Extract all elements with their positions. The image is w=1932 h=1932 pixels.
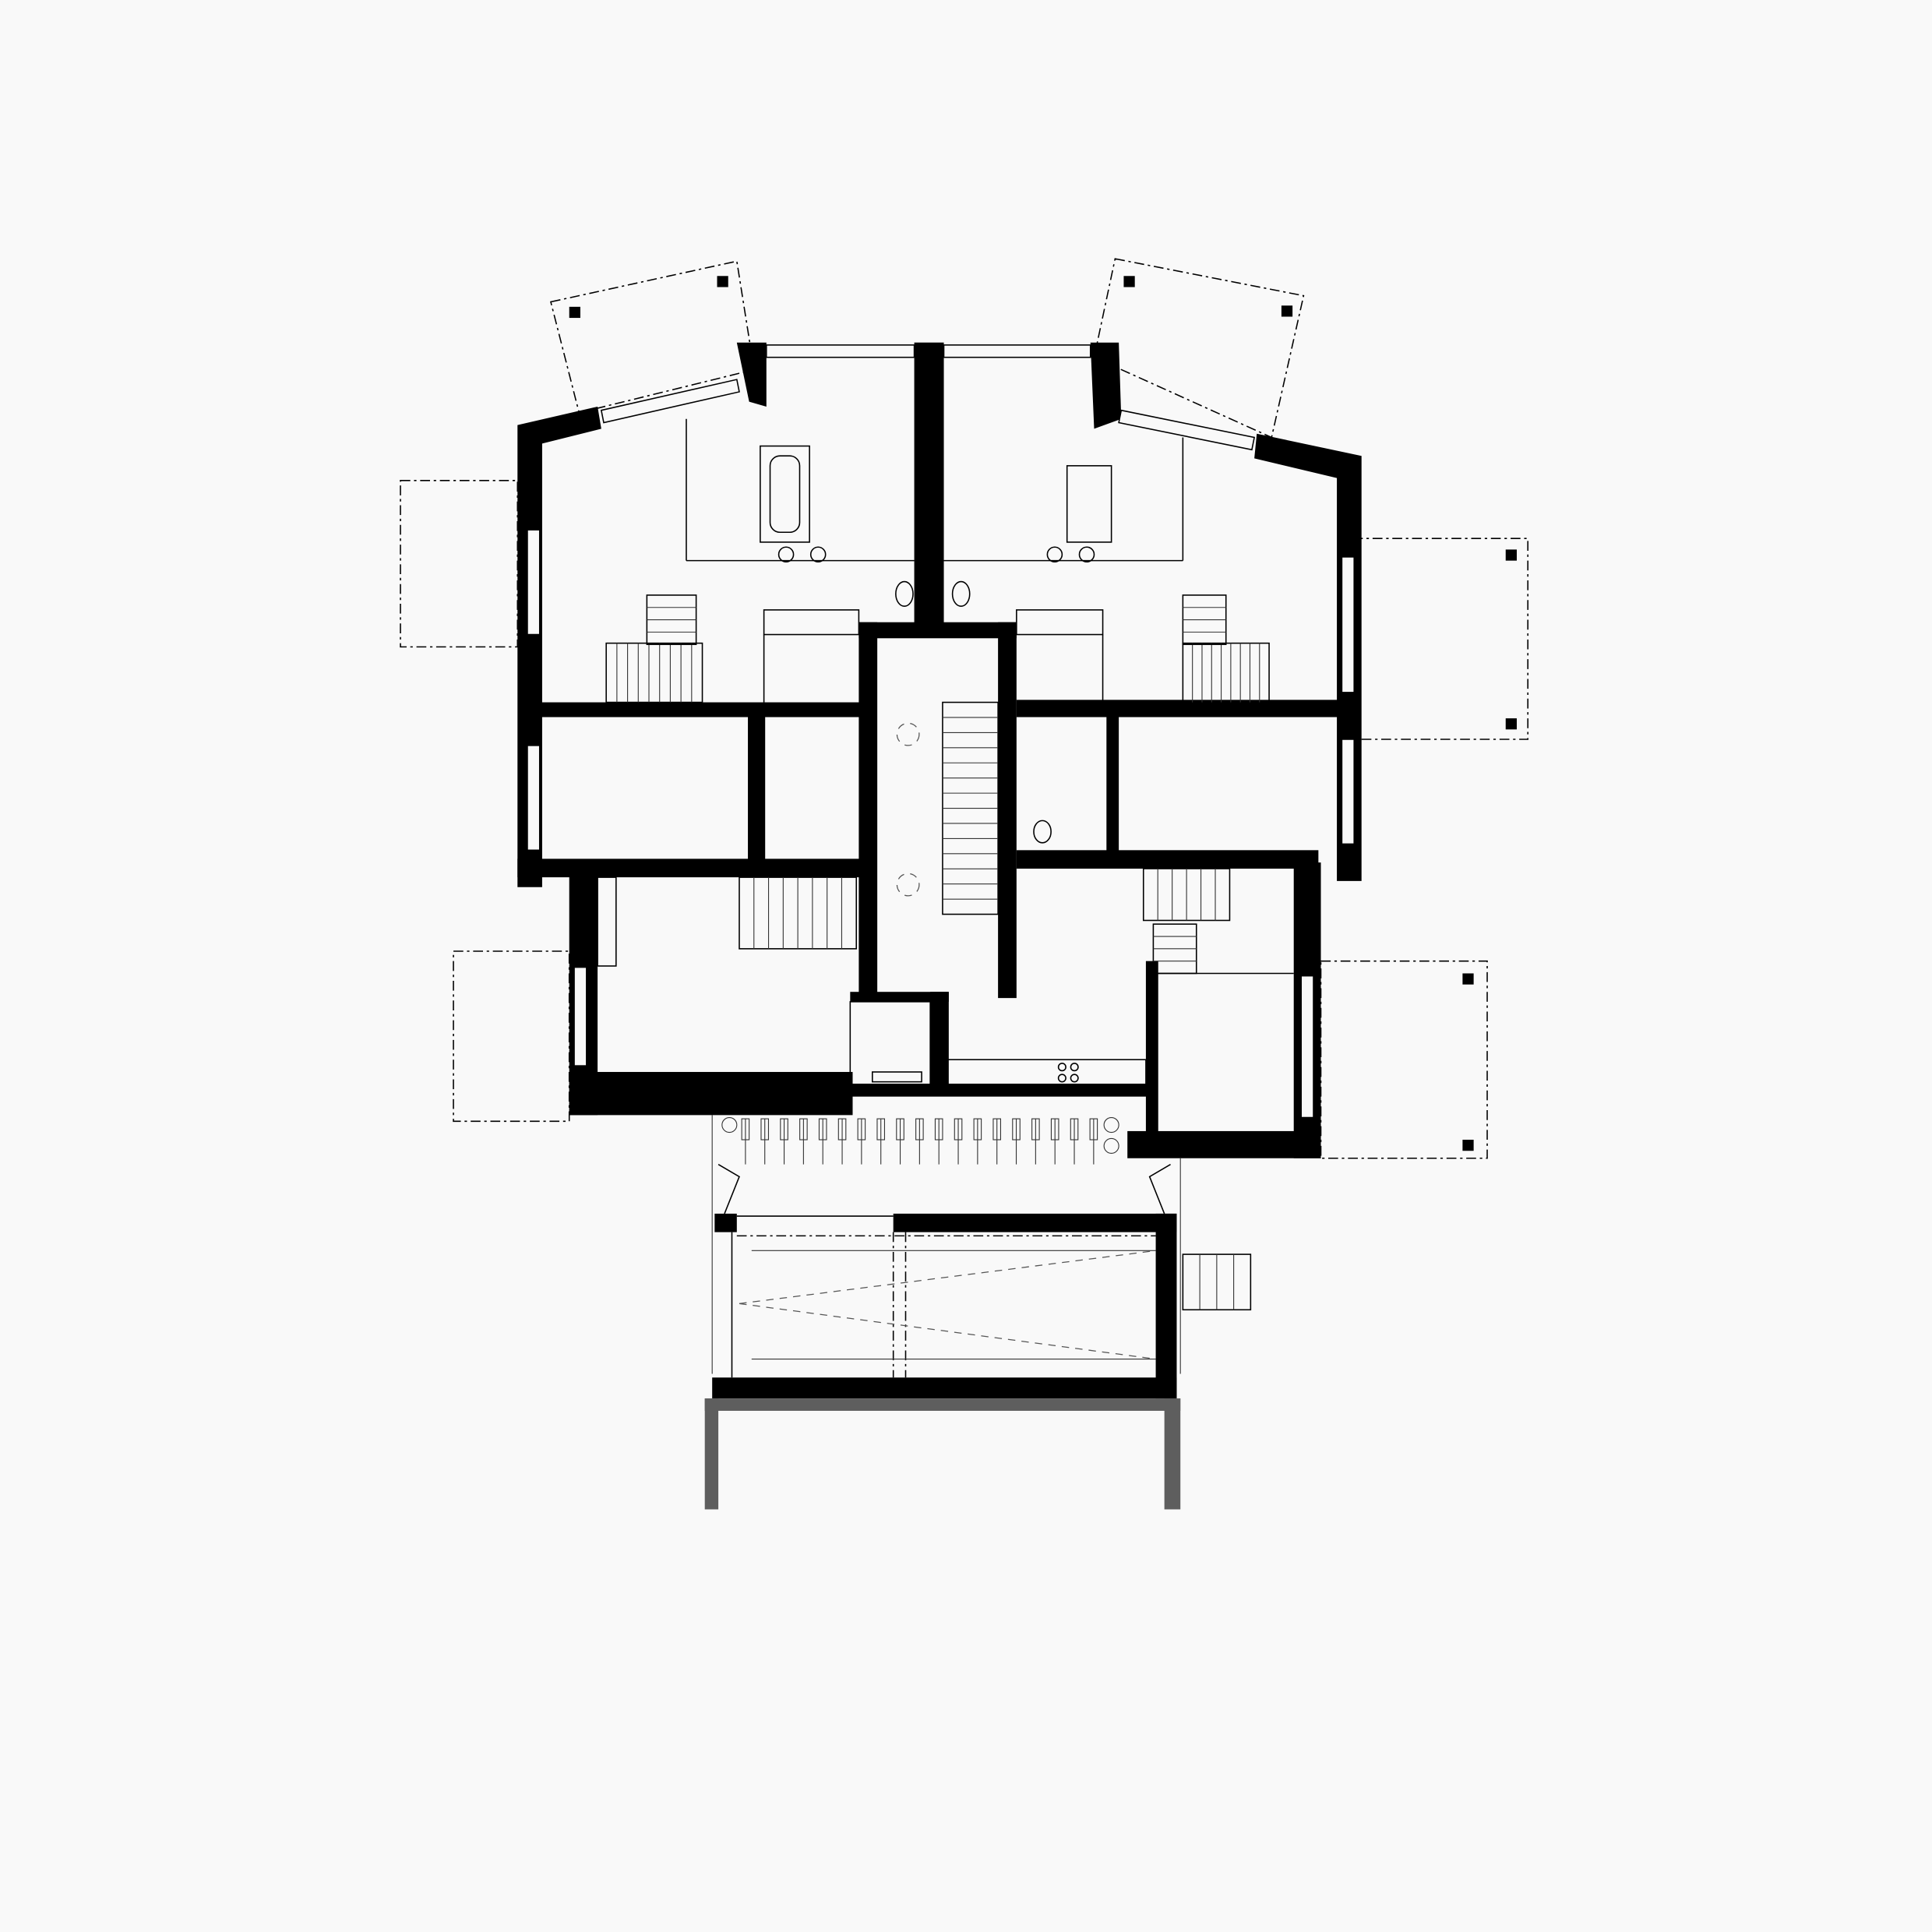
- bathtub-icon: [760, 445, 810, 543]
- bathtub-icon: [1066, 465, 1112, 543]
- interior: [597, 418, 1294, 1085]
- wall-left-room: [748, 708, 766, 863]
- wall-corner-top-left: [736, 342, 767, 407]
- stair-flight: [646, 594, 697, 645]
- ramp-line: [739, 1303, 1156, 1360]
- balcony-lower-right: [1320, 960, 1488, 1159]
- stair-flight: [605, 642, 703, 703]
- column-icon: [717, 276, 728, 287]
- hob-icon: [1070, 1063, 1079, 1072]
- wall-party-center: [914, 342, 944, 629]
- garage-wall-bottom: [712, 1377, 1177, 1399]
- wall-left-mid: [530, 702, 863, 717]
- support-leg-right: [1164, 1398, 1181, 1510]
- hob-icon: [1070, 1074, 1079, 1083]
- column-icon: [1103, 1116, 1119, 1133]
- elevator: [849, 1001, 931, 1085]
- wall-kitchen-bottom: [850, 1084, 1152, 1097]
- wall-lift-top: [850, 992, 949, 1002]
- column-icon: [1505, 718, 1517, 730]
- bike-shelter: [711, 1115, 1181, 1374]
- sink-icon: [809, 546, 827, 563]
- column-icon: [721, 1116, 738, 1133]
- wall-corner-top-right: [1090, 342, 1122, 429]
- window: [1341, 739, 1356, 845]
- wall-core-left: [858, 622, 878, 999]
- stair-flight: [739, 876, 858, 950]
- hob-icon: [1057, 1063, 1066, 1072]
- column-icon: [569, 306, 580, 319]
- wall-right-lower: [1016, 850, 1319, 869]
- window: [527, 529, 541, 636]
- wall-lower-left-bottom: [569, 1072, 853, 1116]
- wall-lower-right-bottom: [1127, 1130, 1321, 1158]
- garage-wall-top: [893, 1213, 1177, 1232]
- column-icon: [1123, 276, 1135, 287]
- wall-core-right: [998, 622, 1017, 999]
- stairs: [605, 594, 1270, 1311]
- column-below-icon: [896, 873, 920, 897]
- closet: [597, 876, 617, 967]
- stair-flight: [1182, 594, 1227, 645]
- stair-flight: [1152, 923, 1197, 975]
- support-leg-left: [704, 1398, 719, 1510]
- window: [600, 379, 740, 424]
- stair-flight: [942, 701, 999, 915]
- column-icon: [1462, 973, 1474, 985]
- toilet-icon: [951, 580, 971, 607]
- window: [527, 745, 541, 851]
- window: [765, 344, 915, 358]
- door-swing-left: [717, 1163, 740, 1215]
- wall-left-lower: [517, 858, 863, 878]
- windows: [527, 344, 1356, 1119]
- window: [1341, 556, 1356, 693]
- sink-icon: [1046, 546, 1063, 563]
- stair-flight: [1182, 1253, 1252, 1311]
- toilet-icon: [1033, 820, 1052, 844]
- column-icon: [1462, 1140, 1474, 1151]
- bike-racks: [741, 1118, 1098, 1165]
- bathtub-basin: [769, 455, 801, 534]
- support-beam: [704, 1398, 1181, 1411]
- wall-right-mid: [1016, 700, 1349, 717]
- wall-right-stair: [1145, 961, 1158, 1134]
- elevator-door: [872, 1071, 922, 1083]
- garage-wall-corner: [714, 1213, 737, 1232]
- toilet-icon: [895, 580, 914, 607]
- ramp-line: [739, 1250, 1156, 1304]
- garage-wall-right: [1155, 1213, 1177, 1399]
- column-below-icon: [896, 722, 920, 746]
- wardrobe: [1016, 609, 1104, 636]
- wardrobe: [763, 609, 860, 636]
- sink-icon: [1078, 546, 1095, 563]
- wall-core-top: [858, 622, 1017, 639]
- garage: [704, 1213, 1181, 1510]
- column-icon: [1281, 305, 1293, 317]
- window: [1300, 975, 1314, 1119]
- stair-flight: [1142, 868, 1231, 922]
- window: [573, 966, 587, 1066]
- hob-icon: [1057, 1074, 1066, 1083]
- wall-bath-right: [1106, 714, 1119, 853]
- window: [943, 344, 1091, 358]
- column-icon: [1505, 549, 1517, 561]
- window: [1118, 409, 1256, 451]
- column-icon: [1103, 1137, 1119, 1154]
- kitchen-counter: [945, 1059, 1147, 1085]
- door-swing-right: [1148, 1163, 1171, 1215]
- stair-outline: [605, 642, 703, 703]
- wall-lift-right: [930, 992, 949, 1091]
- sink-icon: [777, 546, 795, 563]
